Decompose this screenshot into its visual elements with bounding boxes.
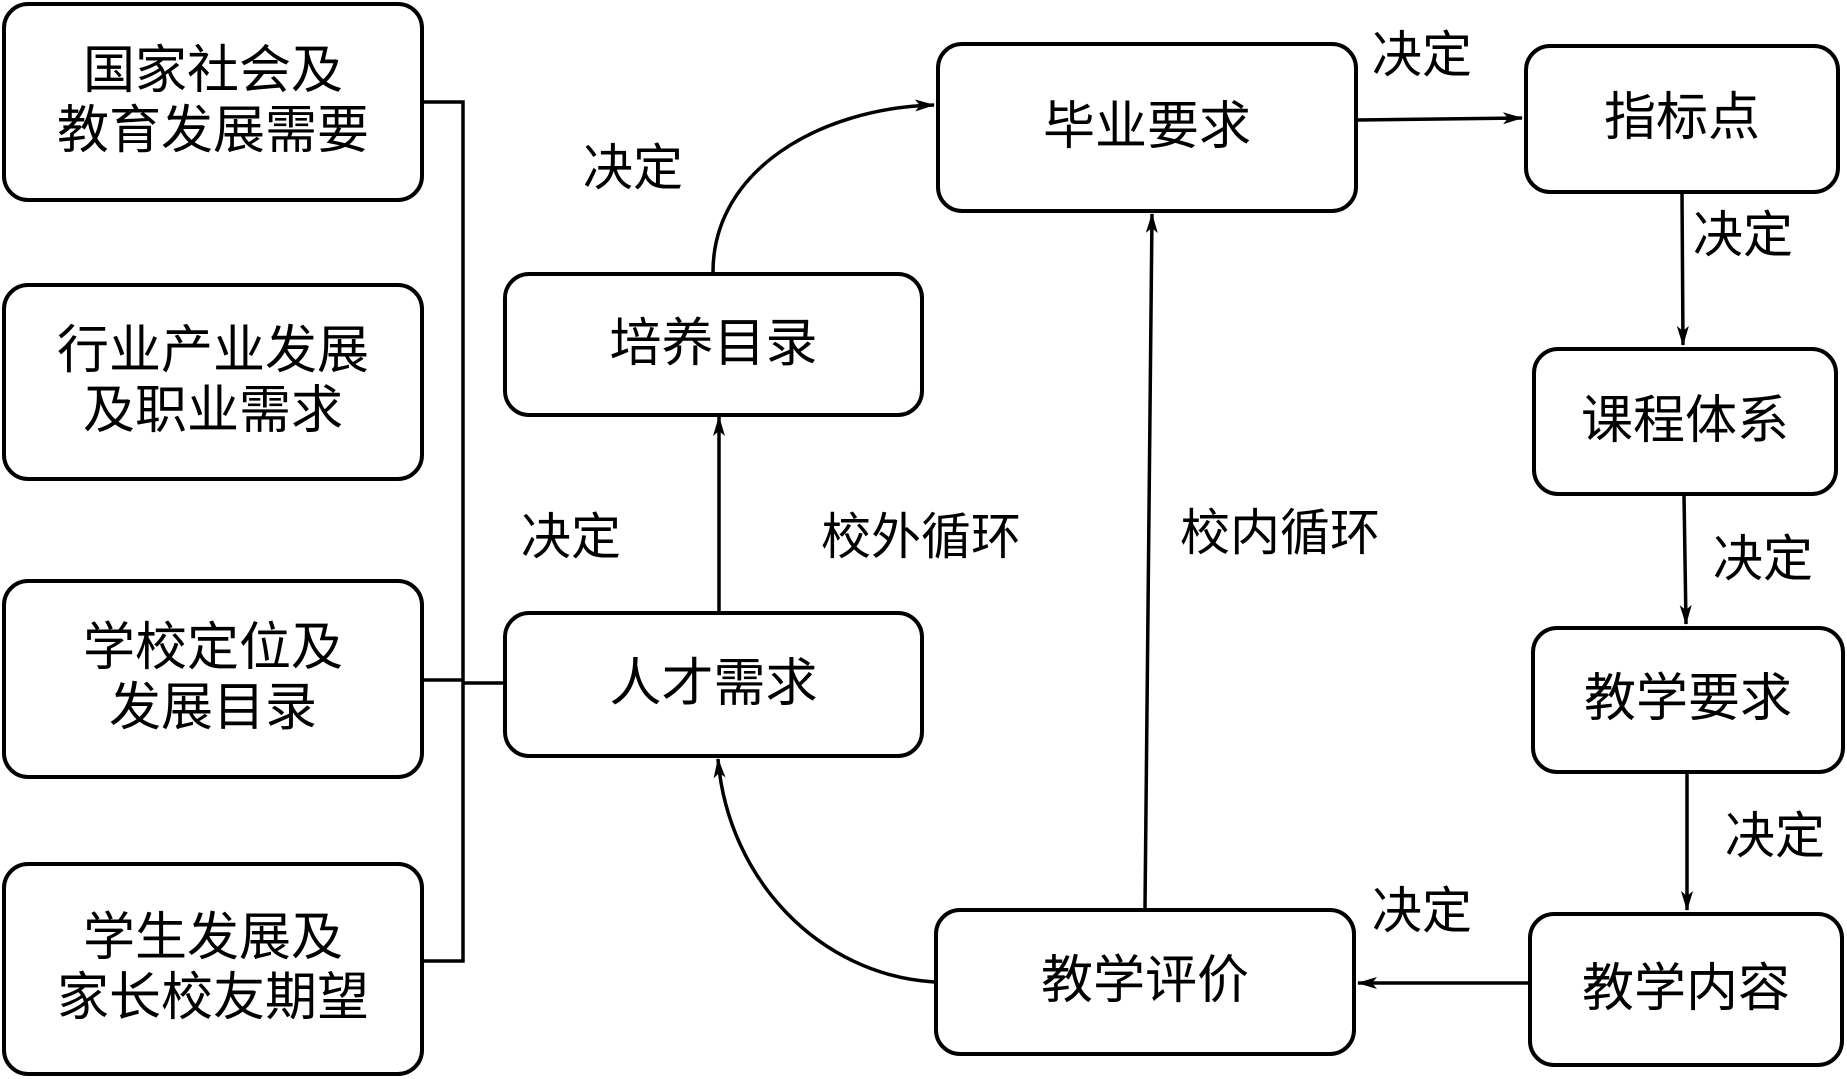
- arrow-graduation-to-indicator: [1357, 112, 1523, 125]
- source-node-line: 学生发展及: [82, 908, 343, 969]
- node-label: 教学评价: [1040, 951, 1249, 1012]
- edge-label-indicator-to-curriculum: 决定: [1693, 206, 1793, 264]
- edge-label-graduation-to-indicator: 决定: [1372, 26, 1472, 84]
- node-teaching-evaluation[interactable]: 教学评价: [934, 908, 1356, 1056]
- source-node-line: 学校定位及: [82, 618, 343, 679]
- node-talent-demand[interactable]: 人才需求: [503, 611, 924, 758]
- node-teaching-requirements[interactable]: 教学要求: [1531, 626, 1845, 774]
- node-curriculum-system[interactable]: 课程体系: [1532, 347, 1838, 496]
- source-node-line: 行业产业发展: [56, 321, 369, 382]
- arrow-training-to-graduation: [711, 99, 935, 273]
- source-node-national-needs[interactable]: 国家社会及 教育发展需要: [2, 2, 424, 202]
- node-label: 教学要求: [1583, 669, 1792, 730]
- source-node-line: 国家社会及: [82, 41, 343, 102]
- node-training-goals[interactable]: 培养目录: [503, 272, 924, 417]
- edge-label-talent-to-training: 决定: [521, 508, 621, 566]
- node-graduation-requirements[interactable]: 毕业要求: [936, 42, 1358, 213]
- arrow-evaluation-to-talent: [713, 758, 935, 984]
- edge-label-curriculum-to-requirements: 决定: [1713, 530, 1813, 588]
- source-node-industry-needs[interactable]: 行业产业发展 及职业需求: [2, 283, 424, 481]
- node-indicator-points[interactable]: 指标点: [1524, 44, 1840, 194]
- source-node-line: 家长校友期望: [56, 968, 369, 1028]
- source-node-line: 及职业需求: [82, 381, 343, 441]
- source-node-line: 发展目录: [108, 678, 317, 738]
- node-label: 教学内容: [1581, 958, 1790, 1019]
- arrow-evaluation-to-graduation: [1143, 213, 1158, 909]
- node-label: 毕业要求: [1042, 96, 1251, 157]
- source-node-student-expectations[interactable]: 学生发展及 家长校友期望: [2, 862, 424, 1076]
- edge-label-requirements-to-content: 决定: [1725, 807, 1825, 865]
- source-bus-line: [424, 100, 465, 963]
- edge-label-content-to-evaluation: 决定: [1372, 882, 1472, 940]
- edge-label-external-loop: 校外循环: [821, 508, 1021, 566]
- node-label: 培养目录: [609, 313, 818, 374]
- node-teaching-content[interactable]: 教学内容: [1528, 912, 1844, 1067]
- source-node-school-positioning[interactable]: 学校定位及 发展目录: [2, 579, 424, 779]
- node-label: 课程体系: [1580, 390, 1789, 451]
- edge-label-internal-loop: 校内循环: [1180, 504, 1380, 562]
- arrow-indicator-to-curriculum: [1676, 192, 1689, 346]
- node-label: 人才需求: [609, 653, 818, 714]
- arrow-curriculum-to-requirements: [1679, 494, 1692, 625]
- node-label: 指标点: [1603, 88, 1760, 149]
- edge-label-training-to-graduation: 决定: [583, 139, 683, 197]
- source-node-line: 教育发展需要: [56, 101, 369, 161]
